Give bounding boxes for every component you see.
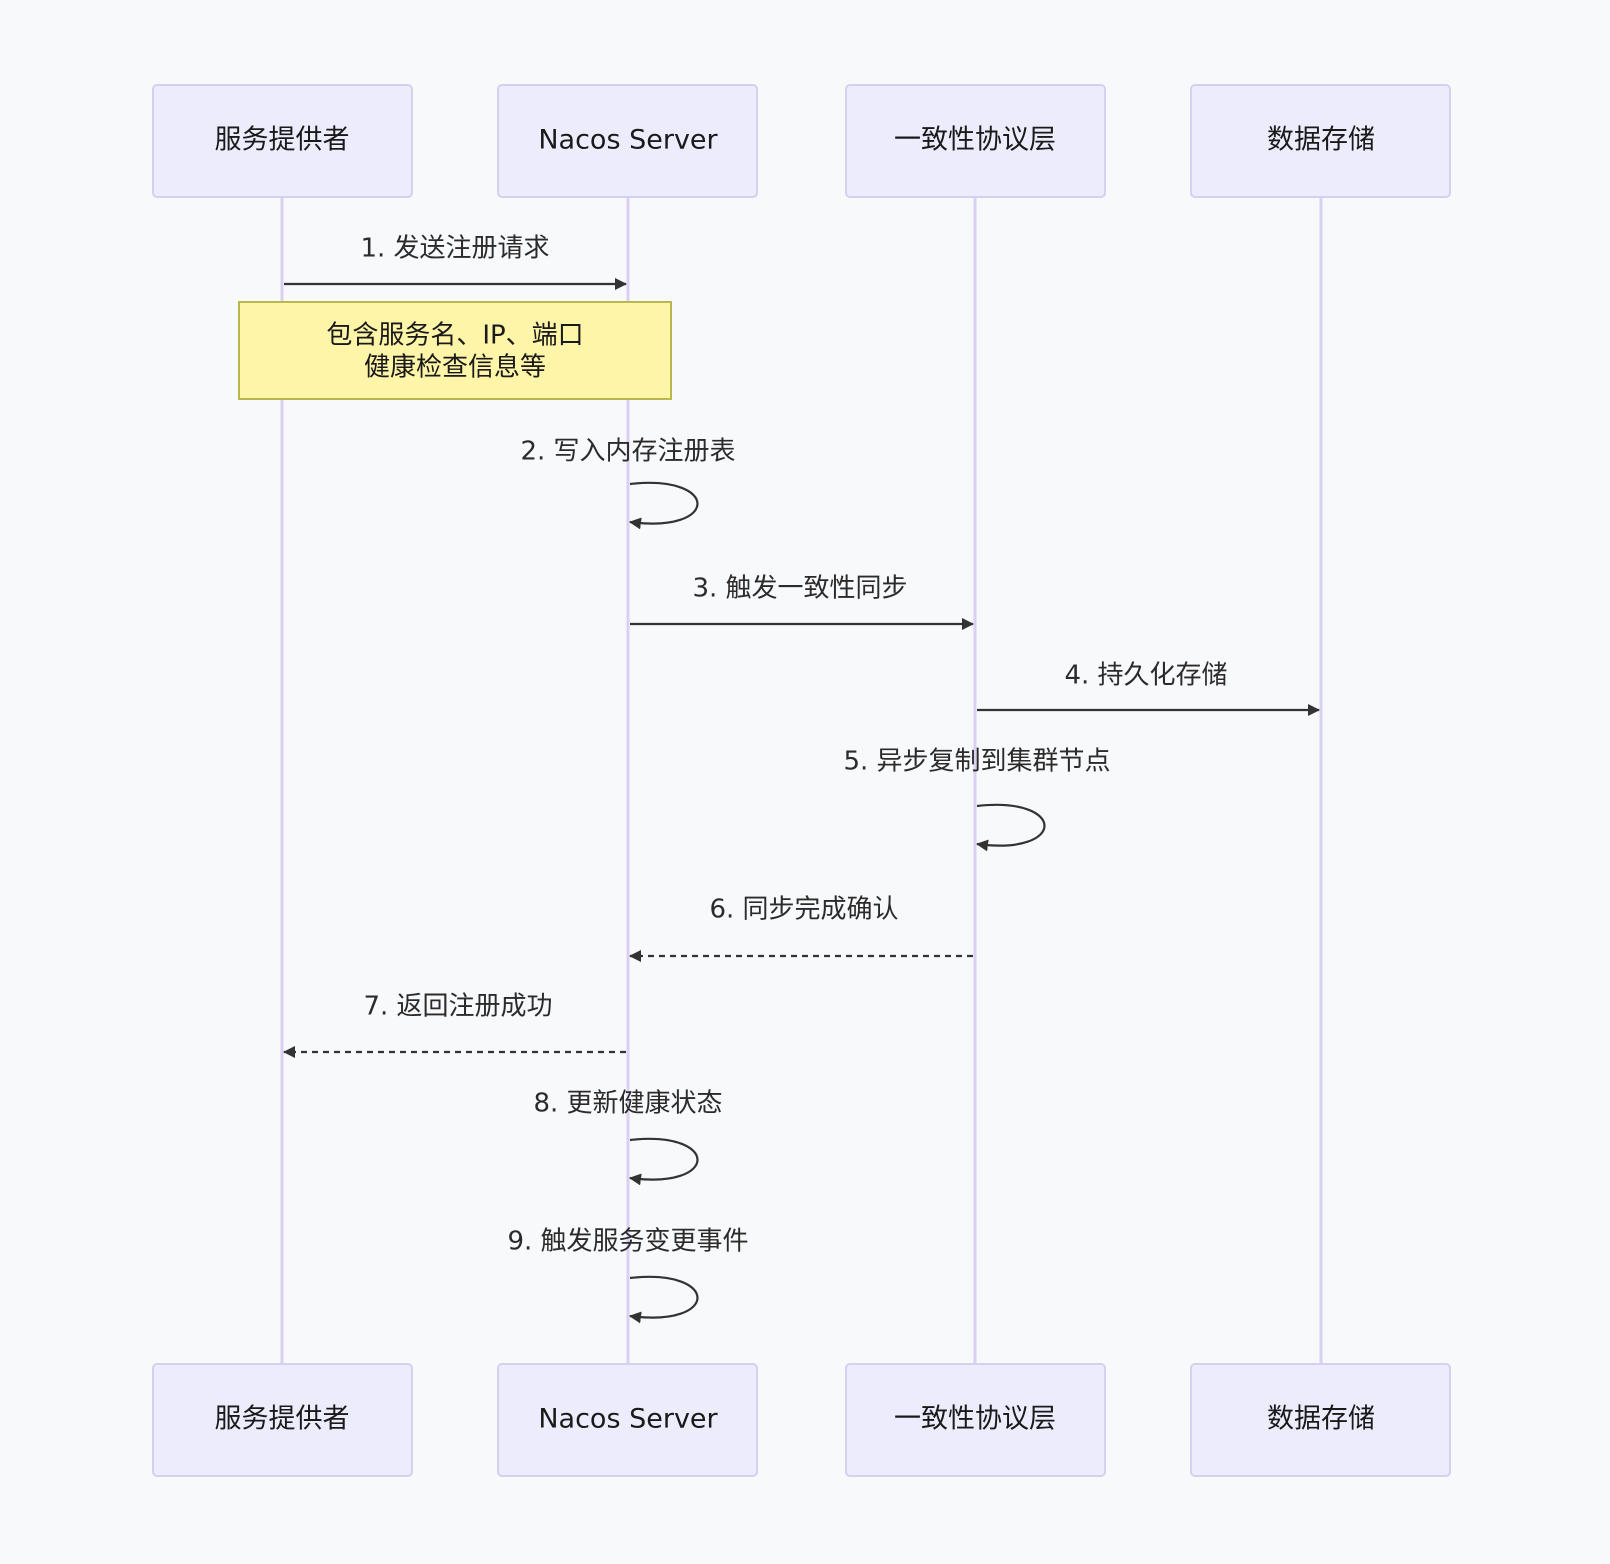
self-message-arrow	[629, 1275, 699, 1324]
self-message-arrow	[629, 1137, 699, 1186]
participant-label: 服务提供者	[215, 125, 350, 156]
participant-storage-top: 数据存储	[1190, 84, 1451, 198]
message-label: 5. 异步复制到集群节点	[843, 747, 1110, 777]
self-message-arrow	[629, 481, 699, 530]
participant-nacos-bottom: Nacos Server	[497, 1363, 758, 1477]
participant-label: Nacos Server	[538, 1404, 718, 1435]
participant-provider-bottom: 服务提供者	[152, 1363, 413, 1477]
message-label: 2. 写入内存注册表	[520, 437, 735, 467]
message-label: 8. 更新健康状态	[533, 1089, 722, 1119]
participant-nacos-top: Nacos Server	[497, 84, 758, 198]
participant-label: 服务提供者	[215, 1404, 350, 1435]
self-message-arrow	[976, 803, 1046, 852]
note: 包含服务名、IP、端口 健康检查信息等	[238, 301, 672, 400]
note-line: 包含服务名、IP、端口	[326, 321, 583, 351]
participant-label: 数据存储	[1267, 125, 1375, 156]
participant-label: Nacos Server	[538, 125, 718, 156]
message-label: 6. 同步完成确认	[709, 895, 898, 925]
participant-label: 数据存储	[1267, 1404, 1375, 1435]
participant-consistency-top: 一致性协议层	[845, 84, 1106, 198]
message-label: 3. 触发一致性同步	[692, 574, 907, 604]
message-label: 7. 返回注册成功	[363, 992, 552, 1022]
participant-consistency-bottom: 一致性协议层	[845, 1363, 1106, 1477]
note-line: 健康检查信息等	[364, 353, 546, 383]
message-label: 9. 触发服务变更事件	[507, 1227, 748, 1257]
participant-storage-bottom: 数据存储	[1190, 1363, 1451, 1477]
message-label: 4. 持久化存储	[1064, 661, 1227, 691]
participant-label: 一致性协议层	[894, 125, 1056, 156]
message-label: 1. 发送注册请求	[360, 234, 549, 264]
participant-provider-top: 服务提供者	[152, 84, 413, 198]
participant-label: 一致性协议层	[894, 1404, 1056, 1435]
